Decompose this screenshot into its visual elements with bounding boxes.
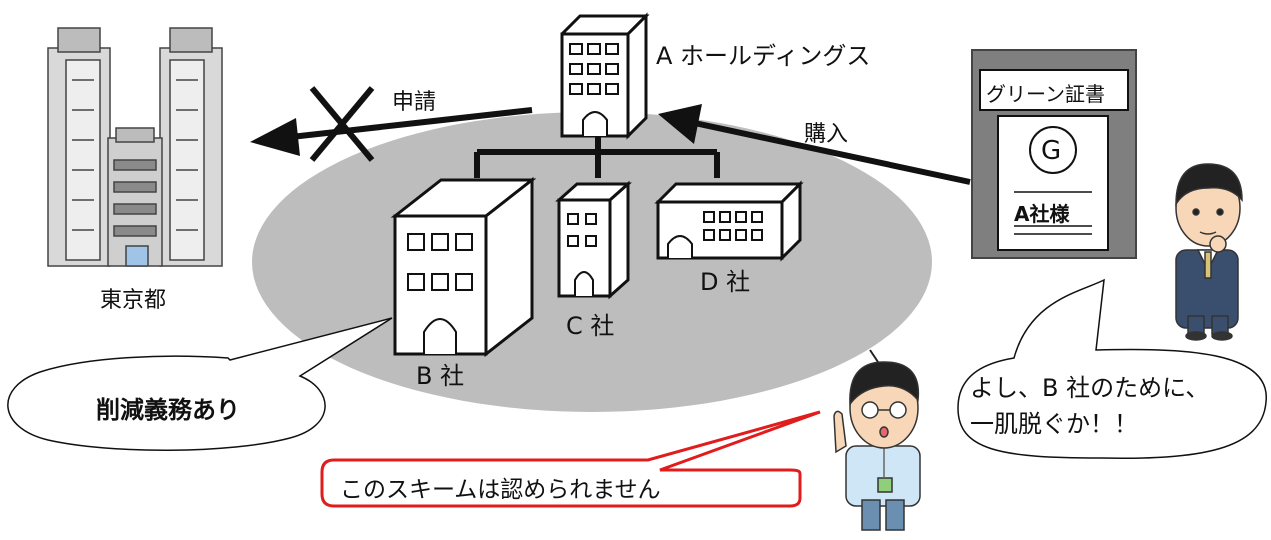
tokyo-label: 東京都 <box>100 288 167 313</box>
company-b-building-icon <box>390 176 537 358</box>
holdings-label: A ホールディングス <box>656 42 871 70</box>
purchase-arrow <box>658 104 971 185</box>
certificate-recipient: A社様 <box>1014 202 1070 226</box>
company-d-label: D 社 <box>700 268 751 296</box>
obligation-bubble <box>7 317 393 451</box>
green-certificate <box>971 49 1137 259</box>
org-tree-lines <box>474 136 720 178</box>
obligation-text: 削減義務あり <box>96 396 240 424</box>
official-figure <box>833 349 921 531</box>
holdings-building-icon <box>560 12 650 140</box>
official-warning-bubble <box>320 410 821 508</box>
purchase-label: 購入 <box>804 122 849 147</box>
man-speech-bubble <box>957 278 1267 459</box>
businessman-figure <box>1175 163 1243 341</box>
application-arrow <box>250 107 533 156</box>
man-speech-line1: よし、B 社のために、 <box>970 374 1210 402</box>
rejection-x-icon <box>309 86 375 162</box>
certificate-symbol: G <box>1041 136 1062 166</box>
tokyo-building-icon <box>47 27 223 267</box>
certificate-title: グリーン証書 <box>986 82 1105 106</box>
company-b-label: B 社 <box>416 362 465 390</box>
application-label: 申請 <box>392 90 437 115</box>
man-speech-line2: 一肌脱ぐか！！ <box>970 410 1138 438</box>
company-c-label: C 社 <box>566 312 615 340</box>
company-c-building-icon <box>555 180 632 300</box>
company-d-building-icon <box>654 180 804 262</box>
official-warning-text: このスキームは認められません <box>340 477 661 503</box>
